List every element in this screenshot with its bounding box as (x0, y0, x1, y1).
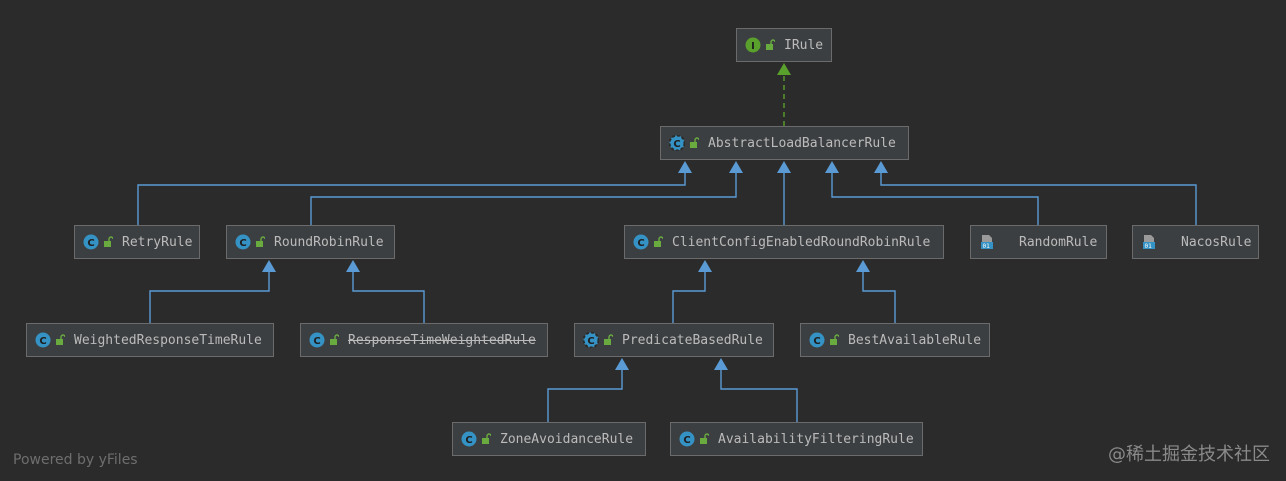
class-node-label: IRule (784, 37, 824, 53)
class-node-nacos[interactable]: 01 NacosRule (1132, 225, 1259, 259)
svg-text:C: C (813, 336, 820, 347)
class-node-label: ClientConfigEnabledRoundRobinRule (672, 234, 931, 250)
svg-text:C: C (87, 238, 94, 249)
class-node-availfilter[interactable]: C AvailabilityFilteringRule (670, 422, 923, 456)
class-node-label: RetryRule (122, 234, 193, 250)
arrowhead-icon (346, 260, 360, 272)
arrowhead-icon (615, 358, 629, 370)
arrowhead-icon (825, 161, 839, 173)
unlocked-public-icon (700, 433, 709, 444)
edge-availfilter-to-predicate (714, 358, 798, 422)
watermark-label: @稀土掘金技术社区 (1108, 444, 1270, 465)
arrowhead-icon (729, 161, 743, 173)
svg-text:I: I (751, 41, 755, 52)
edge-zone-to-predicate (547, 358, 629, 422)
svg-text:C: C (587, 336, 594, 347)
binary-class-icon: 01 (981, 235, 993, 250)
abstract-class-icon: C (669, 135, 685, 151)
class-node-rtweighted[interactable]: C ResponseTimeWeightedRule (300, 323, 548, 357)
svg-text:C: C (465, 435, 472, 446)
unlocked-public-icon (482, 433, 491, 444)
edge-random-to-abstract (825, 161, 1039, 225)
svg-text:C: C (673, 139, 680, 150)
arrowhead-icon (714, 358, 728, 370)
class-node-random[interactable]: 01 RandomRule (970, 225, 1107, 259)
class-node-retry[interactable]: C RetryRule (74, 225, 200, 259)
class-node-label: ResponseTimeWeightedRule (348, 332, 536, 348)
class-node-label: WeightedResponseTimeRule (74, 332, 262, 348)
edge-roundrobin-to-abstract (310, 161, 743, 225)
unlocked-public-icon (654, 236, 663, 247)
class-node-label: ZoneAvoidanceRule (500, 431, 634, 447)
binary-class-icon: 01 (1143, 235, 1155, 250)
unlocked-public-icon (104, 236, 113, 247)
class-node-label: RandomRule (1019, 234, 1098, 250)
class-icon: C (235, 234, 251, 250)
arrowhead-icon (698, 260, 712, 272)
unlocked-public-icon (330, 334, 339, 345)
svg-text:C: C (239, 238, 246, 249)
class-icon: C (633, 234, 649, 250)
arrowhead-icon (777, 63, 791, 75)
edge-abstract-to-irule (777, 63, 791, 126)
class-node-label: PredicateBasedRule (622, 332, 763, 348)
class-node-irule[interactable]: I IRule (736, 28, 832, 62)
unlocked-public-icon (830, 334, 839, 345)
class-node-predicate[interactable]: C PredicateBasedRule (574, 323, 774, 357)
edge-retry-to-abstract (137, 161, 692, 225)
class-node-clientconfig[interactable]: C ClientConfigEnabledRoundRobinRule (624, 225, 944, 259)
class-node-label: BestAvailableRule (848, 332, 982, 348)
class-icon: C (679, 431, 695, 447)
class-node-label: RoundRobinRule (274, 234, 384, 250)
class-icon: C (35, 332, 51, 348)
unlocked-public-icon (690, 137, 699, 148)
class-icon: C (309, 332, 325, 348)
class-node-bestavail[interactable]: C BestAvailableRule (800, 323, 990, 357)
unlocked-public-icon (766, 39, 775, 50)
edge-rtweighted-to-roundrobin (346, 260, 425, 323)
interface-icon: I (745, 37, 761, 53)
class-icon: C (809, 332, 825, 348)
arrowhead-icon (856, 260, 870, 272)
arrowhead-icon (874, 161, 888, 173)
edge-predicate-to-clientconfig (672, 260, 712, 323)
arrowhead-icon (777, 161, 791, 173)
unlocked-public-icon (56, 334, 65, 345)
arrowhead-icon (678, 161, 692, 173)
powered-by-label: Powered by yFiles (13, 452, 138, 468)
class-node-label: AvailabilityFilteringRule (718, 431, 914, 447)
class-node-roundrobin[interactable]: C RoundRobinRule (226, 225, 395, 259)
class-node-weighted[interactable]: C WeightedResponseTimeRule (26, 323, 274, 357)
unlocked-public-icon (604, 334, 613, 345)
class-node-label: AbstractLoadBalancerRule (708, 135, 896, 151)
svg-text:C: C (683, 435, 690, 446)
edge-clientconfig-to-abstract (777, 161, 791, 225)
arrowhead-icon (262, 260, 276, 272)
svg-text:C: C (313, 336, 320, 347)
class-icon: C (461, 431, 477, 447)
class-icon: C (83, 234, 99, 250)
edge-nacos-to-abstract (874, 161, 1197, 225)
unlocked-public-icon (256, 236, 265, 247)
class-node-label: NacosRule (1181, 234, 1252, 250)
edge-weighted-to-roundrobin (149, 260, 276, 323)
edge-bestavail-to-clientconfig (856, 260, 896, 323)
class-node-zone[interactable]: C ZoneAvoidanceRule (452, 422, 646, 456)
svg-text:C: C (39, 336, 46, 347)
abstract-class-icon: C (583, 332, 599, 348)
svg-text:01: 01 (983, 243, 991, 250)
class-node-abstract[interactable]: C AbstractLoadBalancerRule (660, 126, 909, 160)
svg-text:C: C (637, 238, 644, 249)
svg-text:01: 01 (1145, 243, 1153, 250)
